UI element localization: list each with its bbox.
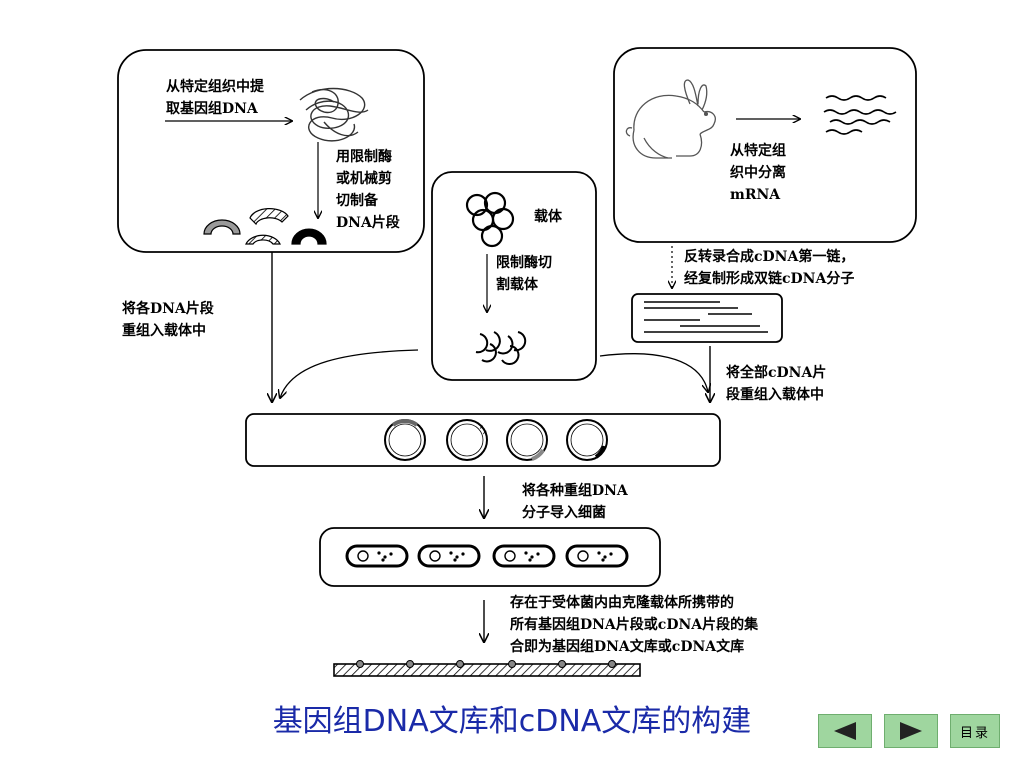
bacteria-icon <box>345 544 629 568</box>
menu-button[interactable]: 目录 <box>950 714 1000 748</box>
insert-genomic-label: 将各DNA片段 重组入载体中 <box>122 301 214 339</box>
library-base-icon <box>333 660 641 677</box>
mrna-strands-icon <box>823 95 897 135</box>
library-definition-label: 存在于受体菌内由克隆载体所携带的 所有基因组DNA片段或cDNA片段的集 合即为… <box>510 595 759 655</box>
genomic-dna-box <box>117 49 425 253</box>
triangle-right-icon <box>900 722 922 740</box>
cut-genomic-label: 用限制酶 或机械剪 切制备 DNA片段 <box>336 149 400 231</box>
extract-mrna-label: 从特定组 织中分离 mRNA <box>730 143 786 203</box>
cut-vector-label: 限制酶切 割载体 <box>496 255 552 293</box>
slide-title: 基因组DNA文库和cDNA文库的构建 <box>272 704 752 739</box>
recombinant-plasmids-icon <box>384 419 608 461</box>
reverse-transcription-label: 反转录合成cDNA第一链， 经复制形成双链cDNA分子 <box>684 249 855 287</box>
dna-fragments-icon <box>203 208 327 245</box>
triangle-left-icon <box>834 722 856 740</box>
prev-button[interactable] <box>818 714 872 748</box>
vector-box <box>431 171 597 381</box>
insert-cdna-label: 将全部cDNA片 段重组入载体中 <box>726 365 827 403</box>
bacteria-box <box>319 527 661 587</box>
genomic-dna-scribble-icon <box>299 87 369 142</box>
vector-plasmids-icon <box>465 191 515 248</box>
recombinant-box <box>245 413 721 467</box>
transform-label: 将各种重组DNA 分子导入细菌 <box>522 483 628 521</box>
extract-genomic-label: 从特定组织中提 取基因组DNA <box>166 79 264 117</box>
cdna-lines-icon <box>644 301 768 333</box>
vector-label: 载体 <box>534 209 562 225</box>
cut-vectors-icon <box>475 331 527 365</box>
vector-to-right-arrow <box>599 353 708 392</box>
rabbit-icon <box>625 79 716 159</box>
next-button[interactable] <box>884 714 938 748</box>
cdna-box <box>631 293 783 343</box>
mrna-box <box>613 47 917 243</box>
vector-to-left-arrow <box>280 349 419 398</box>
menu-label: 目录 <box>959 725 990 741</box>
